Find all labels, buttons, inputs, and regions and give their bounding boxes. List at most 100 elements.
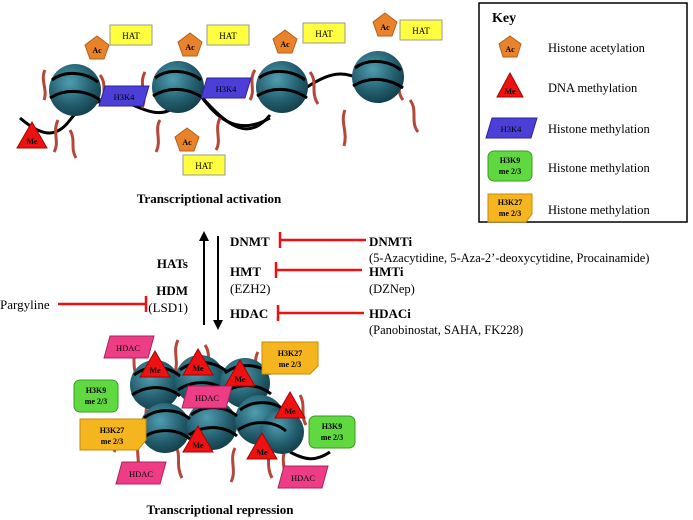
- label-dnmt: DNMT: [230, 234, 270, 249]
- key-label-acetylation: Histone acetylation: [548, 41, 646, 55]
- svg-text:me 2/3: me 2/3: [279, 360, 301, 369]
- repressed-h3k9-2: H3K9 me 2/3: [308, 415, 356, 449]
- active-ac-1: Ac: [84, 35, 110, 60]
- repressed-me-1: Me: [139, 349, 171, 378]
- dnmti-inhibition: [278, 232, 366, 248]
- active-hat-5: HAT: [182, 154, 226, 176]
- active-hat-2: HAT: [206, 24, 250, 46]
- label-hmti-drugs: (DZNep): [369, 282, 415, 296]
- repressed-me-2: Me: [182, 347, 214, 376]
- svg-text:Ac: Ac: [92, 46, 102, 55]
- methyl-triangle-icon: Me: [496, 71, 524, 98]
- label-hdm: HDM: [156, 283, 188, 298]
- hdaci-inhibition: [276, 305, 364, 321]
- label-hats: HATs: [157, 256, 188, 271]
- svg-text:HDAC: HDAC: [129, 469, 153, 479]
- label-lsd1: (LSD1): [148, 300, 188, 315]
- svg-text:H3K27: H3K27: [100, 426, 124, 435]
- repressed-hdac-4: HDAC: [277, 465, 329, 489]
- active-ac-3: Ac: [272, 29, 298, 54]
- repressed-chromatin: Me Me Me Me Me Me HDAC HDAC: [73, 335, 356, 517]
- svg-text:HAT: HAT: [412, 26, 430, 36]
- svg-text:HAT: HAT: [195, 161, 213, 171]
- svg-text:me 2/3: me 2/3: [321, 433, 343, 442]
- caption-activation: Transcriptional activation: [137, 191, 282, 206]
- active-hat-1: HAT: [109, 24, 153, 46]
- svg-text:Me: Me: [149, 366, 161, 375]
- svg-text:Me: Me: [192, 364, 204, 373]
- svg-text:H3K4: H3K4: [216, 84, 238, 94]
- label-dnmti-drugs: (5-Azacytidine, 5-Aza-2’-deoxycytidine, …: [369, 251, 649, 265]
- active-ac-5: Ac: [174, 127, 200, 152]
- h3k4-parallelogram-icon: H3K4: [485, 117, 538, 139]
- svg-text:Ac: Ac: [185, 43, 195, 52]
- active-me-1: Me: [16, 120, 48, 149]
- svg-text:Ac: Ac: [182, 138, 192, 147]
- svg-text:HDAC: HDAC: [116, 343, 140, 353]
- key-h3k4-symbol: H3K4: [501, 124, 523, 134]
- key-h3k27-line1: H3K27: [498, 198, 522, 207]
- hmti-inhibition: [274, 262, 362, 278]
- repressed-me-3: Me: [224, 358, 256, 387]
- repressed-h3k27-2: H3K27 me 2/3: [79, 418, 147, 451]
- svg-text:H3K9: H3K9: [322, 422, 342, 431]
- repressed-hdac-1: HDAC: [103, 335, 155, 359]
- repressed-hdac-2: HDAC: [181, 385, 233, 409]
- svg-text:Ac: Ac: [280, 40, 290, 49]
- active-ac-2: Ac: [177, 32, 203, 57]
- h3k27-folded-box-icon: H3K27 me 2/3: [487, 193, 533, 223]
- label-hmt: HMT: [230, 264, 261, 279]
- key-label-h3k27-methylation: Histone methylation: [548, 203, 650, 217]
- svg-text:Me: Me: [284, 407, 296, 416]
- h3k9-rounded-box-icon: H3K9 me 2/3: [487, 150, 533, 182]
- key-label-dna-methylation: DNA methylation: [548, 81, 638, 95]
- repressed-me-6: Me: [246, 431, 278, 460]
- active-nucleosome-4: [352, 51, 404, 103]
- svg-text:HAT: HAT: [122, 31, 140, 41]
- key-me-symbol: Me: [504, 87, 516, 96]
- repressed-me-4: Me: [274, 390, 306, 419]
- key-h3k9-line1: H3K9: [500, 156, 520, 165]
- key-label-h3k9-methylation: Histone methylation: [548, 161, 650, 175]
- svg-text:Ac: Ac: [380, 23, 390, 32]
- repressed-me-5: Me: [182, 424, 214, 453]
- active-nucleosome-1: [49, 64, 101, 116]
- acetyl-pentagon-icon: Ac: [498, 35, 522, 58]
- repressed-dna-linker: [289, 450, 331, 461]
- repressed-h3k9-1: H3K9 me 2/3: [73, 379, 119, 413]
- svg-text:HAT: HAT: [315, 29, 333, 39]
- svg-text:H3K27: H3K27: [278, 349, 302, 358]
- key-h3k9-line2: me 2/3: [499, 167, 521, 176]
- label-pargyline: Pargyline: [0, 297, 50, 312]
- pargyline-inhibition: [58, 296, 148, 312]
- svg-text:H3K4: H3K4: [114, 92, 136, 102]
- active-h3k4-1: H3K4: [98, 85, 150, 107]
- label-hdac: HDAC: [230, 306, 268, 321]
- svg-text:H3K9: H3K9: [86, 386, 106, 395]
- svg-text:me 2/3: me 2/3: [85, 397, 107, 406]
- key-ac-symbol: Ac: [505, 45, 515, 54]
- key-panel: Key Ac Histone acetylation Me DNA methyl…: [478, 2, 688, 223]
- label-hdaci: HDACi: [369, 306, 411, 321]
- svg-text:Me: Me: [234, 375, 246, 384]
- label-hdaci-drugs: (Panobinostat, SAHA, FK228): [369, 323, 523, 337]
- svg-text:HDAC: HDAC: [195, 393, 219, 403]
- active-hat-3: HAT: [302, 22, 346, 44]
- label-ezh2: (EZH2): [230, 281, 270, 296]
- active-nucleosome-2: [152, 61, 204, 113]
- repressed-hdac-3: HDAC: [115, 461, 167, 485]
- caption-repression: Transcriptional repression: [147, 502, 295, 517]
- key-label-h3k4-methylation: Histone methylation: [548, 122, 650, 136]
- svg-text:me 2/3: me 2/3: [101, 437, 123, 446]
- active-hat-4: HAT: [399, 19, 443, 41]
- middle-section: HATs HDM (LSD1) Pargyline DNMT HMT (EZH2…: [0, 231, 649, 337]
- key-h3k27-line2: me 2/3: [499, 209, 521, 218]
- label-hmti: HMTi: [369, 264, 404, 279]
- key-title: Key: [492, 11, 516, 26]
- svg-text:HDAC: HDAC: [291, 473, 315, 483]
- svg-text:Me: Me: [26, 137, 38, 146]
- repressed-h3k27-1: H3K27 me 2/3: [261, 341, 319, 375]
- active-ac-4: Ac: [372, 12, 398, 37]
- active-nucleosome-3: [256, 61, 308, 113]
